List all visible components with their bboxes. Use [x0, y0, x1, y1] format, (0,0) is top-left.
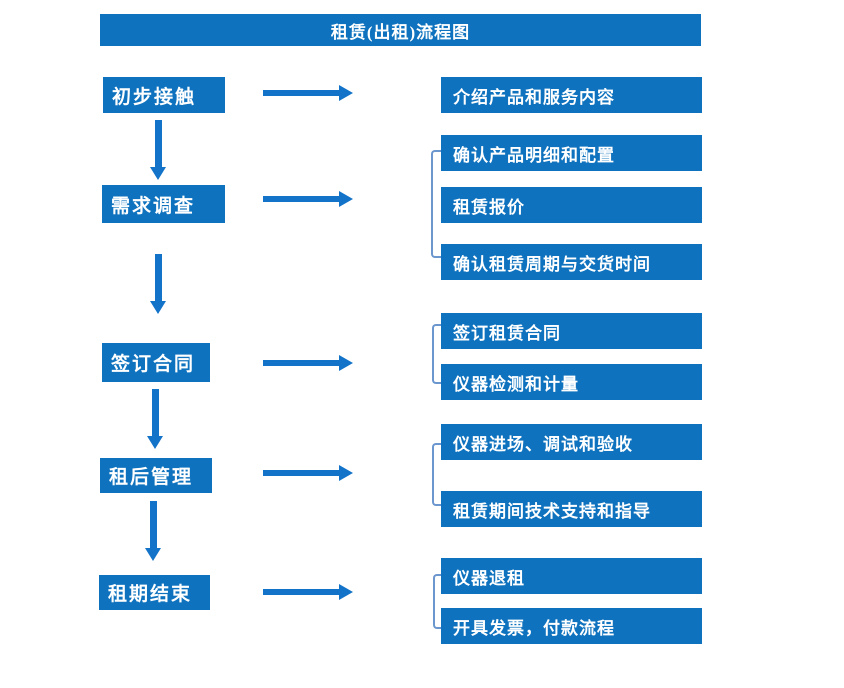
- arrow-shaft: [149, 501, 157, 548]
- detail-label: 仪器退租: [453, 568, 525, 588]
- step-label: 签订合同: [111, 354, 196, 375]
- arrow-shaft: [154, 254, 162, 301]
- flowchart-title: 租赁(出租)流程图: [330, 22, 471, 42]
- arrow-shaft: [263, 470, 339, 476]
- step-label: 初步接触: [112, 86, 197, 108]
- arrow-head: [339, 355, 353, 371]
- arrow-head: [145, 548, 161, 561]
- arrow-down-icon: [147, 389, 163, 449]
- arrow-shaft: [263, 589, 339, 595]
- detail-box-instrument-setup-acceptance: 仪器进场、调试和验收: [441, 424, 702, 460]
- detail-label: 开具发票，付款流程: [453, 618, 615, 638]
- detail-group-bracket: [431, 150, 441, 258]
- detail-box-sign-rental-contract: 签订租赁合同: [441, 313, 702, 349]
- arrow-shaft: [154, 120, 162, 167]
- detail-label: 介绍产品和服务内容: [453, 87, 615, 107]
- flowchart-title-bar: 租赁(出租)流程图: [100, 14, 701, 46]
- detail-box-instrument-testing: 仪器检测和计量: [441, 364, 702, 400]
- detail-group-bracket: [433, 574, 443, 629]
- arrow-down-icon: [145, 501, 161, 561]
- arrow-down-icon: [150, 254, 166, 314]
- arrow-right-icon: [263, 191, 353, 207]
- detail-label: 仪器进场、调试和验收: [453, 434, 633, 454]
- step-label: 租期结束: [108, 584, 193, 605]
- step-label: 需求调查: [111, 195, 196, 217]
- arrow-shaft: [263, 196, 339, 202]
- detail-box-introduce-products: 介绍产品和服务内容: [441, 77, 702, 113]
- detail-label: 确认产品明细和配置: [453, 145, 615, 165]
- arrow-right-icon: [263, 85, 353, 101]
- detail-box-confirm-product-config: 确认产品明细和配置: [441, 135, 702, 171]
- detail-box-instrument-return: 仪器退租: [441, 558, 702, 594]
- step-box-sign-contract: 签订合同: [102, 343, 210, 382]
- step-box-rental-end: 租期结束: [99, 575, 210, 610]
- step-box-demand-survey: 需求调查: [102, 185, 225, 223]
- detail-box-confirm-period-delivery: 确认租赁周期与交货时间: [441, 244, 702, 280]
- arrow-head: [150, 167, 166, 180]
- arrow-head: [339, 191, 353, 207]
- detail-label: 签订租赁合同: [453, 323, 561, 343]
- arrow-head: [339, 85, 353, 101]
- step-box-initial-contact: 初步接触: [103, 77, 225, 113]
- detail-label: 租赁报价: [453, 197, 525, 217]
- detail-label: 租赁期间技术支持和指导: [453, 501, 651, 521]
- step-label: 租后管理: [109, 467, 194, 488]
- arrow-shaft: [263, 90, 339, 96]
- detail-box-invoice-payment: 开具发票，付款流程: [441, 608, 702, 644]
- arrow-head: [150, 301, 166, 314]
- arrow-right-icon: [263, 584, 353, 600]
- detail-box-tech-support: 租赁期间技术支持和指导: [441, 491, 702, 527]
- detail-label: 仪器检测和计量: [453, 374, 579, 394]
- detail-label: 确认租赁周期与交货时间: [453, 254, 651, 274]
- detail-group-bracket: [432, 443, 442, 506]
- arrow-right-icon: [263, 465, 353, 481]
- arrow-head: [339, 584, 353, 600]
- step-box-post-rental-management: 租后管理: [100, 458, 212, 493]
- arrow-shaft: [151, 389, 159, 436]
- detail-box-rental-quote: 租赁报价: [441, 187, 702, 223]
- arrow-down-icon: [150, 120, 166, 180]
- arrow-right-icon: [263, 355, 353, 371]
- arrow-shaft: [263, 360, 339, 366]
- arrow-head: [339, 465, 353, 481]
- detail-group-bracket: [432, 324, 442, 384]
- arrow-head: [147, 436, 163, 449]
